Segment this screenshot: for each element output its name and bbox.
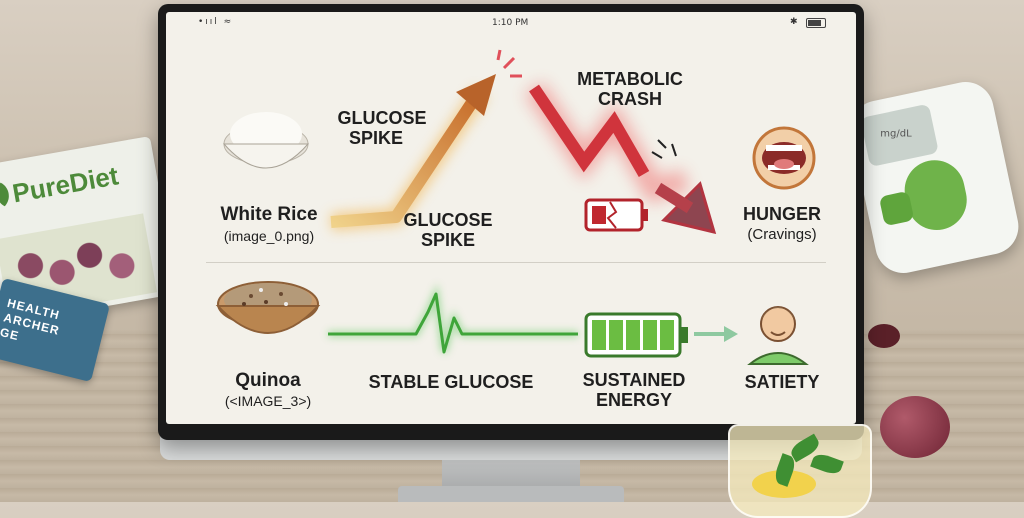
monitor-stand-base <box>398 486 624 502</box>
infographic-screen: •ııl ≈ 1:10 PM ✱ <box>166 12 856 424</box>
quinoa-file: (<IMAGE_3>) <box>208 393 328 409</box>
spike-label-lower-1: GLUCOSE <box>388 210 508 231</box>
hunger-sub-label: (Cravings) <box>732 226 832 243</box>
crack-icon <box>652 140 676 158</box>
spark-icon <box>498 50 522 76</box>
crash-label-1: METABOLIC <box>570 69 690 90</box>
row-divider <box>206 262 826 263</box>
rice-bowl-icon <box>224 112 308 168</box>
broken-battery-icon <box>586 200 648 230</box>
meter-button-small <box>879 191 915 227</box>
arrow-right-icon <box>694 326 738 342</box>
spike-label-upper-1: GLUCOSE <box>332 108 432 129</box>
grape <box>880 396 950 458</box>
quinoa-bowl-icon <box>218 282 318 333</box>
white-rice-label: White Rice <box>204 204 334 226</box>
open-mouth-icon <box>754 128 814 188</box>
crash-label-2: CRASH <box>570 89 690 110</box>
stable-glucose-line <box>328 294 578 352</box>
meter-unit: mg/dL <box>862 111 932 140</box>
sustained-energy-label-1: SUSTAINED <box>574 370 694 391</box>
hunger-label: HUNGER <box>732 204 832 225</box>
sustained-energy-label-2: ENERGY <box>574 390 694 411</box>
raisin <box>868 324 900 348</box>
quinoa-label: Quinoa <box>208 370 328 392</box>
brochure-brand: PureDiet <box>10 160 121 209</box>
meter-screen: mg/dL <box>860 104 939 167</box>
monitor: •ııl ≈ 1:10 PM ✱ <box>158 4 864 440</box>
meter-button <box>899 155 972 236</box>
glucose-meter: mg/dL <box>845 77 1023 278</box>
spike-label-upper-2: SPIKE <box>326 128 426 149</box>
spike-label-lower-2: SPIKE <box>388 230 508 251</box>
full-battery-icon <box>586 314 688 356</box>
white-rice-file: (image_0.png) <box>204 228 334 244</box>
stable-glucose-label: STABLE GLUCOSE <box>356 372 546 393</box>
satiety-label: SATIETY <box>732 372 832 393</box>
person-icon <box>750 307 806 364</box>
